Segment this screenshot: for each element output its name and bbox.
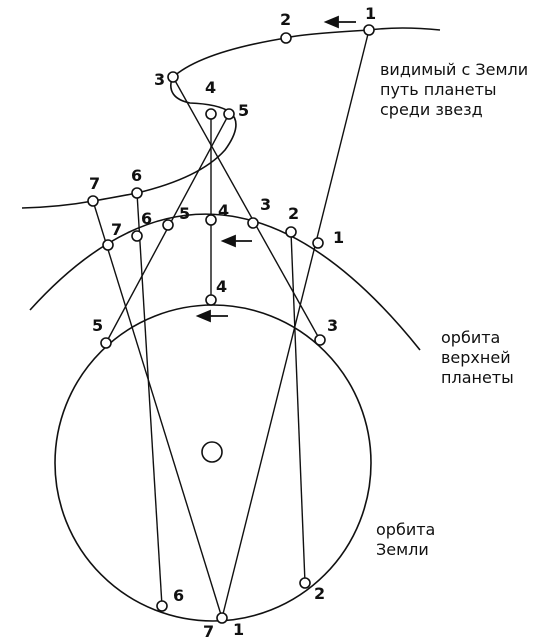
sight-line-6 [136,192,163,607]
sight-line-1 [221,29,370,619]
planet-label-5: 5 [179,204,191,223]
earth-point-4 [205,294,217,306]
sight-line-7 [92,200,223,619]
sky-label-6: 6 [131,166,143,185]
earth-point-1 [216,612,228,624]
planet-label-7: 7 [111,220,123,239]
sky-point-1 [363,24,375,36]
apparent-path-curve [21,27,441,209]
earth-label-1: 1 [233,620,245,639]
planet-point-5 [162,219,174,231]
planet-label-4: 4 [218,201,230,220]
sight-line-2 [290,231,306,584]
caption-apparent-path-line-2: путь планеты [380,80,497,99]
earth-label-2: 2 [314,584,326,603]
caption-outer-orbit: орбита верхней планеты [441,328,514,388]
sky-label-2: 2 [280,10,292,29]
caption-earth-orbit: орбита Земли [376,520,435,560]
planet-point-3 [247,217,259,229]
planet-label-3: 3 [260,195,272,214]
caption-outer-orbit-line-2: верхней [441,348,511,367]
arrow-planet-orbit [220,234,252,248]
outer-planet-orbit [29,213,421,351]
caption-apparent-path-line-1: видимый с Земли [380,60,529,79]
caption-apparent-path-line-3: среди звезд [380,100,483,119]
caption-apparent-path: видимый с Земли путь планеты среди звезд [380,60,528,120]
sky-point-6 [131,187,143,199]
earth-point-2 [299,577,311,589]
earth-point-3 [314,334,326,346]
earth-label-4: 4 [216,277,228,296]
planet-point-7 [102,239,114,251]
arrow-earth-orbit [195,309,228,323]
sky-point-7 [87,195,99,207]
planet-label-1: 1 [333,228,345,247]
sky-label-3: 3 [154,70,166,89]
arrow-sky [323,15,356,29]
sky-point-5 [223,108,235,120]
earth-orbit [54,304,372,622]
sky-label-4: 4 [205,78,217,97]
sky-point-2 [280,32,292,44]
planet-point-2 [285,226,297,238]
caption-outer-orbit-line-1: орбита [441,328,501,347]
sky-label-1: 1 [365,4,377,23]
earth-point-6 [156,600,168,612]
caption-earth-orbit-line-1: орбита [376,520,436,539]
sun [201,441,223,463]
sky-point-4 [205,108,217,120]
sight-line-3 [172,76,321,341]
earth-label-7: 7 [203,622,215,641]
earth-label-6: 6 [173,586,185,605]
sky-label-7: 7 [89,174,101,193]
earth-point-5 [100,337,112,349]
caption-outer-orbit-line-3: планеты [441,368,514,387]
earth-label-3: 3 [327,316,339,335]
caption-earth-orbit-line-2: Земли [376,540,429,559]
earth-label-5: 5 [92,316,104,335]
planet-point-1 [312,237,324,249]
sky-label-5: 5 [238,101,250,120]
planet-label-6: 6 [141,209,153,228]
planet-point-4 [205,214,217,226]
planet-point-6 [131,230,143,242]
planet-label-2: 2 [288,204,300,223]
sky-point-3 [167,71,179,83]
